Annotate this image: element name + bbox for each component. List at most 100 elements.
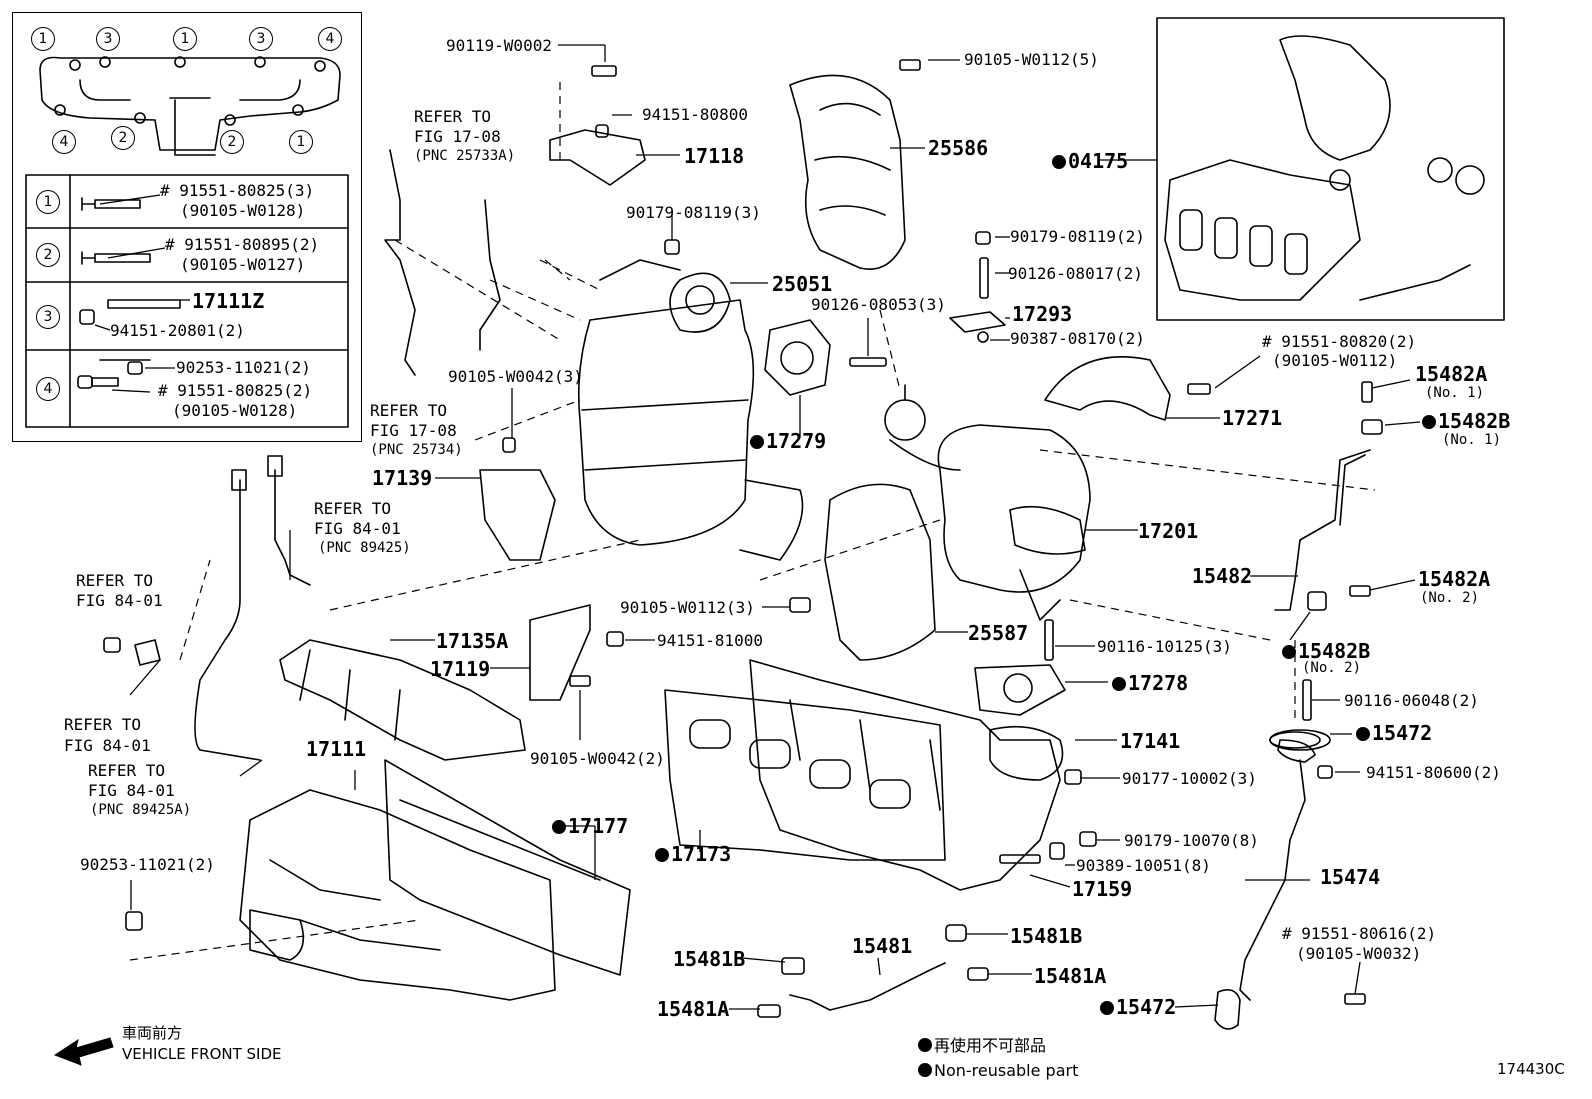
label-15481B-left: 15481B <box>673 947 746 971</box>
vehicle-front-en: VEHICLE FRONT SIDE <box>122 1045 282 1063</box>
label-15481: 15481 <box>852 934 913 958</box>
label-15482B-no2-sub: (No. 2) <box>1302 660 1362 676</box>
gasket-17279 <box>764 319 831 396</box>
catalyst-converter <box>577 299 755 546</box>
label-90116-10125-3: 90116-10125(3) <box>1097 637 1232 656</box>
label-91551-80820-2: # 91551-80820(2) <box>1262 332 1417 351</box>
intake-manifold <box>239 789 556 1001</box>
label-15481A-right: 15481A <box>1034 964 1107 988</box>
label-17135A: 17135A <box>436 629 509 653</box>
bracket-17119 <box>529 604 591 701</box>
legend-row3-nut: 94151-20801(2) <box>110 321 245 340</box>
label-17173: 17173 <box>655 843 731 865</box>
label-90179-08119-2: 90179-08119(2) <box>1010 227 1145 246</box>
label-15472-lower: 15472 <box>1100 996 1176 1018</box>
label-17271: 17271 <box>1222 406 1283 430</box>
bracket-17118 <box>549 129 646 186</box>
label-90253-11021-2: 90253-11021(2) <box>80 855 215 874</box>
bracket-17139 <box>479 469 556 561</box>
label-15474: 15474 <box>1320 865 1381 889</box>
label-17139: 17139 <box>372 466 433 490</box>
legend-key-1: 1 <box>36 190 60 214</box>
legend-key-4: 4 <box>36 377 60 401</box>
legend-key-2: 2 <box>36 243 60 267</box>
gasket-17173 <box>664 689 946 861</box>
label-15472-upper: 15472 <box>1356 722 1432 744</box>
label-17279: 17279 <box>750 430 826 452</box>
label-17119: 17119 <box>430 657 491 681</box>
legend-row4-part: # 91551-80825(2) <box>158 381 313 400</box>
vehicle-front-arrow-icon <box>53 1037 114 1066</box>
refer-1-line2: FIG 17-08 <box>414 127 501 146</box>
label-90105-W0112: (90105-W0112) <box>1272 351 1398 370</box>
inset-turbo <box>1279 35 1391 161</box>
refer-3-line1: REFER TO <box>314 499 392 518</box>
inset-marker-2b: 2 <box>220 130 244 154</box>
label-15482A-no2: 15482A <box>1418 567 1491 591</box>
label-04175: 04175 <box>1052 150 1128 172</box>
refer-4-line1: REFER TO <box>76 571 154 590</box>
legend-row2-alt: (90105-W0127) <box>180 255 306 274</box>
label-17293: 17293 <box>1012 302 1073 326</box>
label-15481A-left: 15481A <box>657 997 730 1021</box>
refer-6-line2: FIG 84-01 <box>88 781 175 800</box>
label-17141: 17141 <box>1120 729 1181 753</box>
label-15482B-no1: 15482B <box>1422 410 1510 432</box>
label-90105-W0112-3: 90105-W0112(3) <box>620 598 755 617</box>
label-17201: 17201 <box>1138 519 1199 543</box>
label-15482B-no1-sub: (No. 1) <box>1442 432 1502 448</box>
gasket-17177 <box>384 759 631 976</box>
water-pipe-15481 <box>789 962 946 1011</box>
inset-turbo-frame <box>1156 17 1505 321</box>
legend-key-3: 3 <box>36 305 60 329</box>
refer-1-line3: (PNC 25733A) <box>414 148 516 164</box>
label-90387-08170-2: 90387-08170(2) <box>1010 329 1145 348</box>
label-90179-10070-8: 90179-10070(8) <box>1124 831 1259 850</box>
label-90179-08119-3: 90179-08119(3) <box>626 203 761 222</box>
label-90119-W0002: 90119-W0002 <box>446 36 552 55</box>
label-90105-W0032: (90105-W0032) <box>1296 944 1422 963</box>
legend-row1-part: # 91551-80825(3) <box>160 181 315 200</box>
label-25587: 25587 <box>968 621 1029 645</box>
legend-row4-nut: 90253-11021(2) <box>176 358 311 377</box>
figure-id: 174430C <box>1497 1060 1565 1078</box>
label-15482: 15482 <box>1192 564 1253 588</box>
label-17111: 17111 <box>306 737 367 761</box>
heat-shield-upper <box>789 74 906 270</box>
inset-marker-3a: 3 <box>96 27 120 51</box>
exhaust-manifold <box>749 659 1061 891</box>
oil-return-pipe <box>1239 759 1306 1001</box>
legend-row3-part: 17111Z <box>192 289 265 313</box>
oxygen-sensor-left <box>194 479 261 761</box>
legend-row1-alt: (90105-W0128) <box>180 201 306 220</box>
nonreusable-legend-en: Non-reusable part <box>918 1062 1078 1080</box>
label-94151-80600-2: 94151-80600(2) <box>1366 763 1501 782</box>
refer-5-line2: FIG 84-01 <box>64 736 151 755</box>
label-90177-10002-3: 90177-10002(3) <box>1122 769 1257 788</box>
label-90389-10051-8: 90389-10051(8) <box>1076 856 1211 875</box>
inset-manifold-outline <box>39 56 341 151</box>
oil-feed-pipe <box>1274 449 1371 611</box>
inset-marker-1a: 1 <box>31 27 55 51</box>
refer-3-line3: (PNC 89425) <box>318 540 411 556</box>
inset-marker-4a: 4 <box>318 27 342 51</box>
inset-marker-4b: 4 <box>52 130 76 154</box>
label-17159: 17159 <box>1072 877 1133 901</box>
label-90105-W0042-2: 90105-W0042(2) <box>530 749 665 768</box>
label-90105-W0112-5: 90105-W0112(5) <box>964 50 1099 69</box>
label-90126-08053-3: 90126-08053(3) <box>811 295 946 314</box>
heat-shield-lower <box>824 483 936 661</box>
refer-2-line2: FIG 17-08 <box>370 421 457 440</box>
label-25051: 25051 <box>772 272 833 296</box>
refer-3-line2: FIG 84-01 <box>314 519 401 538</box>
label-17278: 17278 <box>1112 672 1188 694</box>
label-90116-06048-2: 90116-06048(2) <box>1344 691 1479 710</box>
inset-marker-3b: 3 <box>249 27 273 51</box>
nonreusable-legend-jp: 再使用不可部品 <box>918 1037 1046 1055</box>
label-17118: 17118 <box>684 144 745 168</box>
label-90126-08017-2: 90126-08017(2) <box>1008 264 1143 283</box>
label-15482A-no2-sub: (No. 2) <box>1420 590 1480 606</box>
label-15482B-no2: 15482B <box>1282 640 1370 662</box>
